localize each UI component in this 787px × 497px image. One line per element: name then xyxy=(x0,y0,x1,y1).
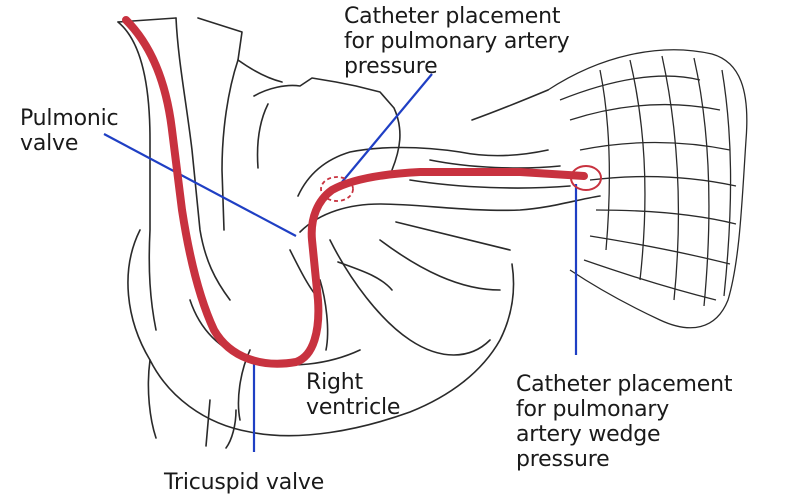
label-right-ventricle: Right ventricle xyxy=(306,370,400,420)
pa-wedge-marker xyxy=(570,165,602,191)
catheter xyxy=(122,16,588,368)
label-pa-wedge-line-1: Catheter placement xyxy=(516,372,733,397)
leader-pa-pressure xyxy=(341,73,433,183)
leader-pulmonic-valve xyxy=(103,133,297,237)
label-tricuspid-valve: Tricuspid valve xyxy=(164,470,324,495)
label-pa-pressure: Catheter placement for pulmonary artery … xyxy=(344,4,570,79)
label-right-ventricle-line-2: ventricle xyxy=(306,395,401,420)
label-tricuspid-valve-line-1: Tricuspid valve xyxy=(164,470,325,495)
heart-outline xyxy=(117,17,601,449)
label-pulmonic-valve: Pulmonic valve xyxy=(20,106,119,156)
leader-lines xyxy=(103,73,578,452)
lung-vasculature xyxy=(547,49,748,329)
label-pa-wedge-line-4: pressure xyxy=(516,447,610,472)
label-pulmonic-valve-line-2: valve xyxy=(20,131,79,156)
label-right-ventricle-line-1: Right xyxy=(306,370,363,395)
label-pa-pressure-line-3: pressure xyxy=(344,54,438,79)
label-pulmonic-valve-line-1: Pulmonic xyxy=(20,106,119,131)
label-pa-pressure-line-2: for pulmonary artery xyxy=(344,29,570,54)
label-pa-pressure-line-1: Catheter placement xyxy=(344,4,561,29)
label-pa-wedge-line-2: for pulmonary xyxy=(516,397,670,422)
pa-pressure-marker xyxy=(320,176,354,202)
label-pa-wedge-pressure: Catheter placement for pulmonary artery … xyxy=(516,372,732,472)
label-pa-wedge-line-3: artery wedge xyxy=(516,422,661,447)
